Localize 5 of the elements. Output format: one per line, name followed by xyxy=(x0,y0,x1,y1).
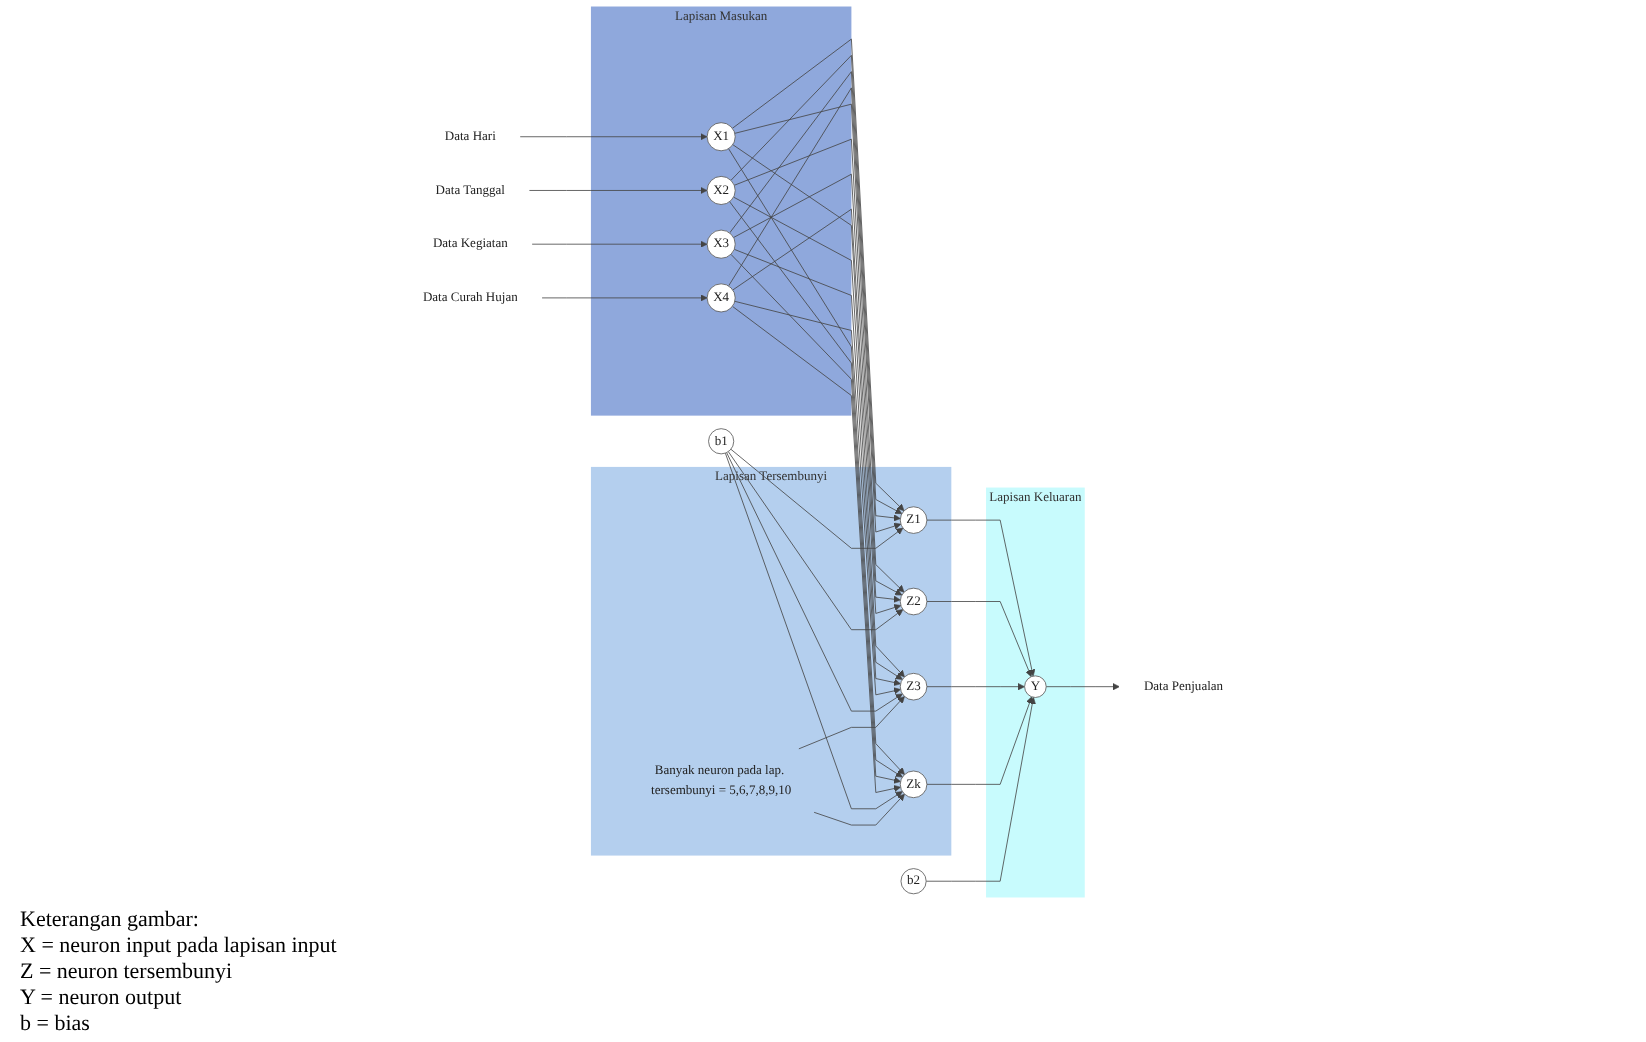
legend-note: X = neuron input pada lapisan input xyxy=(20,934,339,960)
legend-note: b = bias xyxy=(20,1012,92,1038)
legend-note: Y = neuron output xyxy=(20,986,184,1012)
legend-note: Keterangan gambar: xyxy=(20,908,201,934)
legend-note: Z = neuron tersembunyi xyxy=(20,960,235,986)
